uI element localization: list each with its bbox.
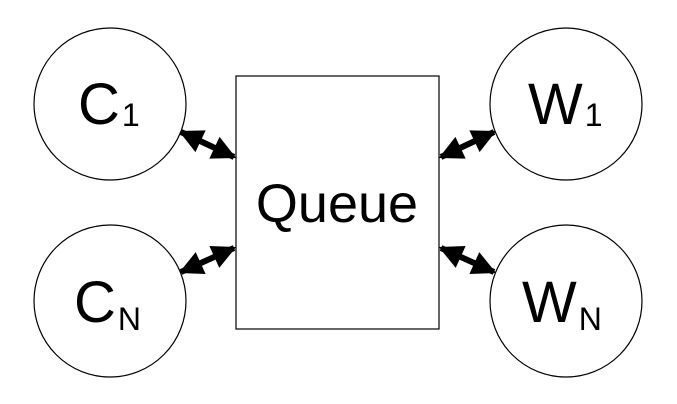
edge-wn-queue [438,245,497,275]
node-w1: W1 [489,27,643,181]
queue-node: Queue [235,75,440,330]
node-w1-label: W1 [528,72,603,137]
queue-label: Queue [256,174,418,234]
node-c1: C1 [33,27,187,181]
edge-w1-queue [438,129,497,160]
node-cn-label: CN [74,270,141,337]
edge-cn-queue [178,245,237,275]
edge-c1-queue [178,129,237,160]
node-wn-label: WN [522,270,602,337]
node-cn: CN [33,224,187,378]
node-wn: WN [489,224,643,378]
node-c1-label: C1 [78,72,140,137]
